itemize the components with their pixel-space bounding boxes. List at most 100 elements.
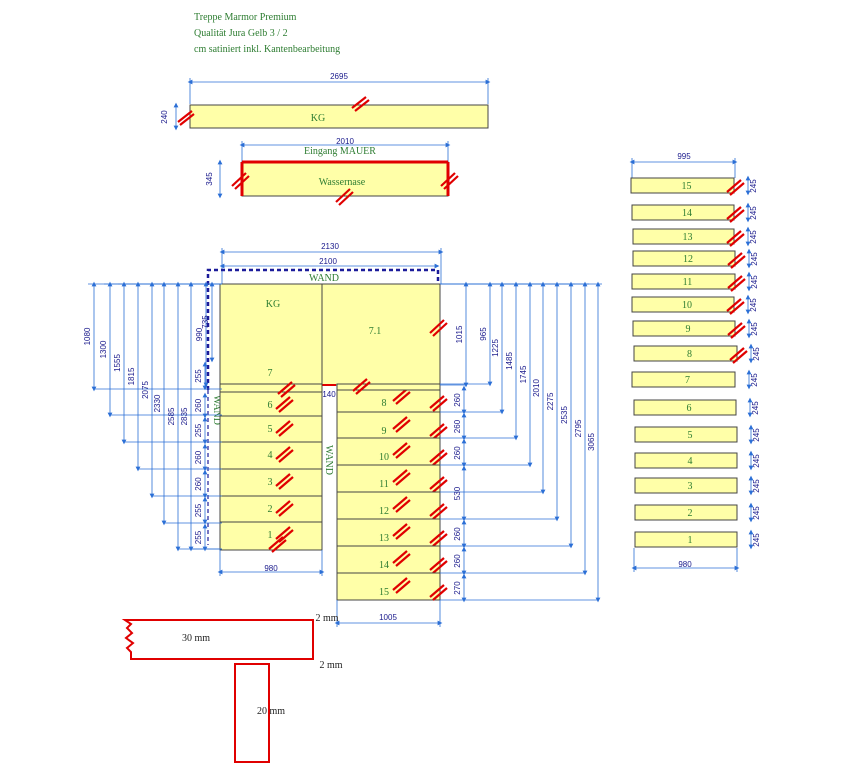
left-dim: 1555 xyxy=(113,354,122,372)
plan-width-inner-dim: 2100 xyxy=(319,257,337,266)
entrance-title: Eingang MAUER xyxy=(304,146,376,157)
entrance-width-dim: 2010 xyxy=(336,137,354,146)
right-width-dim: 1005 xyxy=(379,613,397,622)
left-dim: 1815 xyxy=(127,367,136,385)
right-dim: 1015 xyxy=(455,325,464,343)
single-bottom-dim: 980 xyxy=(678,560,692,569)
left-dim: 2075 xyxy=(141,381,150,399)
left-step xyxy=(219,441,323,470)
single-step-label: 7 xyxy=(685,375,690,386)
left-step xyxy=(219,468,323,497)
right-step-label: 11 xyxy=(379,479,389,490)
right-step-dim: 530 xyxy=(453,486,462,500)
left-step-label: 5 xyxy=(268,424,273,435)
right-step xyxy=(336,518,441,547)
right-step-label: 12 xyxy=(379,506,389,517)
single-step-dim: 245 xyxy=(752,454,761,468)
wall-center-label: WAND xyxy=(323,445,334,475)
single-step-dim: 245 xyxy=(750,373,759,387)
right-dim: 2010 xyxy=(532,379,541,397)
single-step-label: 2 xyxy=(688,508,693,519)
right-dim: 1225 xyxy=(491,339,500,357)
single-step xyxy=(633,399,737,416)
single-step-label: 15 xyxy=(682,181,692,192)
single-step xyxy=(632,320,736,337)
right-step-label: 8 xyxy=(382,398,387,409)
right-step-label: 13 xyxy=(379,533,389,544)
single-step xyxy=(633,345,738,362)
right-dim: 2535 xyxy=(560,406,569,424)
header-finish: cm satiniert inkl. Kantenbearbeitung xyxy=(194,44,341,55)
single-step-label: 12 xyxy=(683,254,693,265)
tread-thickness: 30 mm xyxy=(182,633,210,644)
left-step-label: 1 xyxy=(268,530,273,541)
left-step-label: 2 xyxy=(268,504,273,515)
left-dim: 2835 xyxy=(180,407,189,425)
single-step-dim: 245 xyxy=(752,533,761,547)
top-slab: 2695 240 KG xyxy=(160,72,491,131)
plan-width-outer-dim: 2130 xyxy=(321,242,339,251)
right-dim: 2795 xyxy=(574,419,583,437)
right-step xyxy=(336,572,441,601)
gap-dim: 140 xyxy=(322,390,336,399)
right-step-dim: 260 xyxy=(453,554,462,568)
stair-plan: 2130 2100 WAND WAND KG 7.1 140 WAND 7654… xyxy=(83,242,602,627)
left-dim: 2330 xyxy=(153,394,162,412)
top-slab-width-dim: 2695 xyxy=(330,72,348,81)
single-step-label: 14 xyxy=(682,208,692,219)
entrance-slab: 2010 Eingang MAUER 345 Wassernase xyxy=(205,137,459,206)
single-step-label: 8 xyxy=(687,349,692,360)
single-step-dim: 245 xyxy=(752,428,761,442)
single-step-dim: 245 xyxy=(751,401,760,415)
right-step-dim: 260 xyxy=(453,446,462,460)
single-step-label: 6 xyxy=(687,403,692,414)
single-step xyxy=(634,531,738,548)
left-step xyxy=(219,391,323,417)
single-step-dim: 245 xyxy=(749,179,758,193)
single-step-dim: 245 xyxy=(752,479,761,493)
left-dim: 2585 xyxy=(167,407,176,425)
left-step-dim: 255 xyxy=(194,503,203,517)
header-title: Treppe Marmor Premium xyxy=(194,12,297,23)
right-step-label: 9 xyxy=(382,426,387,437)
right-step-dim: 270 xyxy=(453,581,462,595)
single-step xyxy=(634,477,738,494)
left-step-label: 7 xyxy=(268,368,273,379)
riser-thickness: 20 mm xyxy=(257,706,285,717)
entrance-height-dim: 345 xyxy=(205,172,214,186)
left-step-dim: 255 xyxy=(194,369,203,383)
right-step-dim: 260 xyxy=(453,527,462,541)
single-step-label: 11 xyxy=(683,277,693,288)
left-step-label: 4 xyxy=(268,450,273,461)
left-step xyxy=(219,495,323,523)
single-step-label: 4 xyxy=(688,456,693,467)
right-step xyxy=(336,491,441,520)
right-step-label: 14 xyxy=(379,560,389,571)
single-step-label: 9 xyxy=(686,324,691,335)
landing-left-label: KG xyxy=(266,299,280,310)
right-dim: 1485 xyxy=(505,352,514,370)
single-step-label: 1 xyxy=(688,535,693,546)
right-step xyxy=(336,545,441,574)
header-quality: Qualität Jura Gelb 3 / 2 xyxy=(194,28,288,39)
gap-top: 2 mm xyxy=(315,613,338,624)
left-step-dim: 255 xyxy=(194,423,203,437)
single-step-label: 5 xyxy=(688,430,693,441)
left-near-dim: 735 xyxy=(201,315,210,329)
left-step-dim: 260 xyxy=(194,477,203,491)
right-dim: 2275 xyxy=(546,392,555,410)
single-step-dim: 245 xyxy=(752,347,761,361)
single-step-dim: 245 xyxy=(749,206,758,220)
right-step-dim: 260 xyxy=(453,419,462,433)
single-step-dim: 245 xyxy=(749,230,758,244)
single-step-dim: 245 xyxy=(752,506,761,520)
left-step-dim: 255 xyxy=(194,530,203,544)
top-slab-label: KG xyxy=(311,113,325,124)
left-step-dim: 260 xyxy=(194,398,203,412)
single-step xyxy=(634,504,738,521)
left-step-label: 3 xyxy=(268,477,273,488)
right-step-label: 15 xyxy=(379,587,389,598)
single-step-label: 10 xyxy=(682,300,692,311)
